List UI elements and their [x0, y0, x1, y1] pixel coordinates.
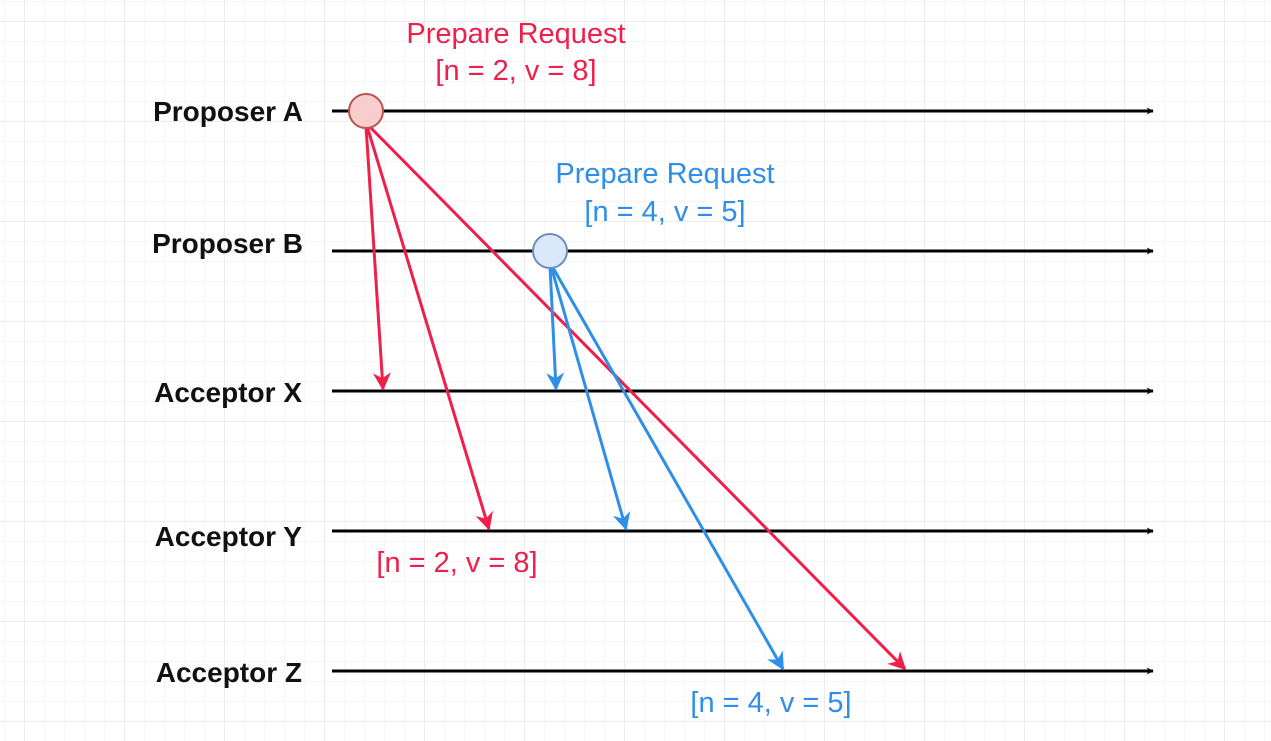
acceptor-z-accepted-value: [n = 4, v = 5]	[690, 687, 851, 719]
proposer-b-node	[532, 233, 568, 269]
acceptor-y-accepted-value: [n = 2, v = 8]	[376, 547, 537, 579]
proposer-a-request-value: [n = 2, v = 8]	[435, 55, 596, 87]
proposer-a-request-title: Prepare Request	[406, 18, 625, 50]
lane-label-acceptor-z: Acceptor Z	[156, 657, 302, 688]
message-b-to-z	[550, 265, 785, 671]
proposer-a-node	[348, 93, 384, 129]
message-b-to-x	[546, 265, 565, 391]
proposer-b-request-value: [n = 4, v = 5]	[584, 196, 745, 228]
proposer-b-request-title: Prepare Request	[555, 158, 774, 190]
lane-label-proposer-b: Proposer B	[152, 228, 303, 259]
lane-label-acceptor-y: Acceptor Y	[155, 521, 303, 552]
lane-label-acceptor-x: Acceptor X	[154, 377, 302, 408]
message-a-to-x	[364, 125, 391, 391]
message-a-to-z	[366, 123, 907, 671]
lane-label-proposer-a: Proposer A	[153, 96, 303, 127]
message-a-to-y	[365, 125, 493, 531]
message-b-to-y	[549, 265, 631, 531]
